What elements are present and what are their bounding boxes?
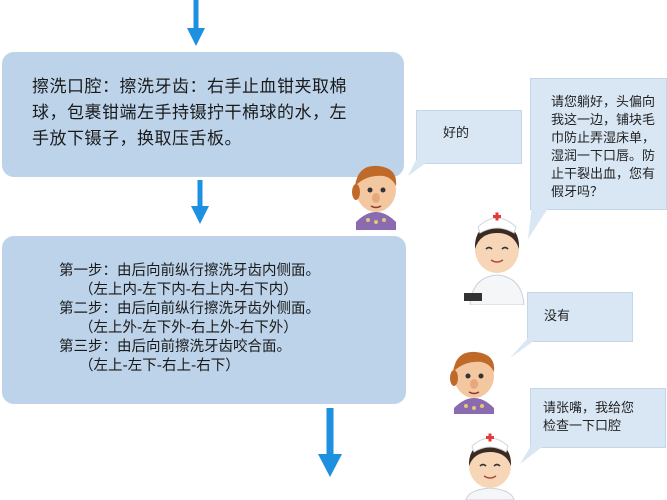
instruction-line: 手放下镊子，换取压舌板。: [32, 129, 242, 149]
instruction-line: 擦洗口腔：擦洗牙齿：右手止血钳夹取棉: [32, 77, 347, 97]
bubble-line: 我这一边，铺块毛: [551, 113, 656, 128]
patient-avatar: [450, 351, 495, 414]
bubble-text-block: 请您躺好，头偏向 我这一边，铺块毛 巾防止弄湿床单， 湿润一下口唇。防 止干裂出…: [551, 94, 655, 202]
step-1-detail: （左上内-左下内-右上内-右下内）: [79, 282, 298, 298]
bubble-line: 检查一下口腔: [543, 419, 622, 434]
bubble-line: 止干裂出血，您有: [551, 167, 656, 182]
step-3: 第三步：由后向前擦洗牙齿咬合面。: [59, 339, 291, 355]
bubble-line: 巾防止弄湿床单，: [551, 131, 656, 146]
step-1: 第一步：由后向前纵行擦洗牙齿内侧面。: [59, 263, 320, 279]
flow-arrow-bottom: [318, 408, 342, 477]
instruction-line: 球，包裹钳端左手持镊拧干棉球的水，左: [32, 103, 347, 123]
bubble-tail: [510, 338, 538, 358]
instruction-box-1: 擦洗口腔：擦洗牙齿：右手止血钳夹取棉 球，包裹钳端左手持镊拧干棉球的水，左 手放…: [2, 52, 404, 177]
bubble-line: 请张嘴，我给您: [543, 401, 635, 416]
bubble-line: 请您躺好，头偏向: [551, 95, 656, 110]
bubble-line: 湿润一下口唇。防: [551, 149, 656, 164]
step-2: 第二步：由后向前纵行擦洗牙齿外侧面。: [59, 301, 320, 317]
bubble-tail: [528, 205, 550, 239]
flow-arrow-top: [187, 0, 205, 46]
bubble-text: 没有: [544, 309, 571, 324]
speech-bubble-nurse-2: 请张嘴，我给您 检查一下口腔: [530, 388, 666, 448]
bubble-text: 好的: [443, 126, 470, 141]
nurse-avatar: [465, 433, 515, 500]
step-3-detail: （左上-左下-右上-右下）: [79, 358, 240, 374]
instruction-text-1: 擦洗口腔：擦洗牙齿：右手止血钳夹取棉 球，包裹钳端左手持镊拧干棉球的水，左 手放…: [32, 74, 347, 152]
bubble-tail: [520, 444, 546, 464]
steps-list: 第一步：由后向前纵行擦洗牙齿内侧面。 （左上内-左下内-右上内-右下内） 第二步…: [59, 262, 320, 376]
speech-bubble-patient-2: 没有: [527, 292, 633, 342]
patient-avatar: [352, 165, 397, 230]
speech-bubble-patient-1: 好的: [416, 110, 522, 164]
flow-arrow-middle: [191, 180, 209, 224]
speech-bubble-nurse-1: 请您躺好，头偏向 我这一边，铺块毛 巾防止弄湿床单， 湿润一下口唇。防 止干裂出…: [530, 78, 667, 210]
bubble-line: 假牙吗？: [551, 185, 604, 200]
bubble-tail: [408, 160, 430, 176]
step-2-detail: （左上外-左下外-右上外-右下外）: [79, 320, 298, 336]
bubble-text-block: 请张嘴，我给您 检查一下口腔: [543, 400, 634, 436]
nurse-avatar: [464, 212, 525, 305]
instruction-box-2: 第一步：由后向前纵行擦洗牙齿内侧面。 （左上内-左下内-右上内-右下内） 第二步…: [2, 236, 406, 404]
